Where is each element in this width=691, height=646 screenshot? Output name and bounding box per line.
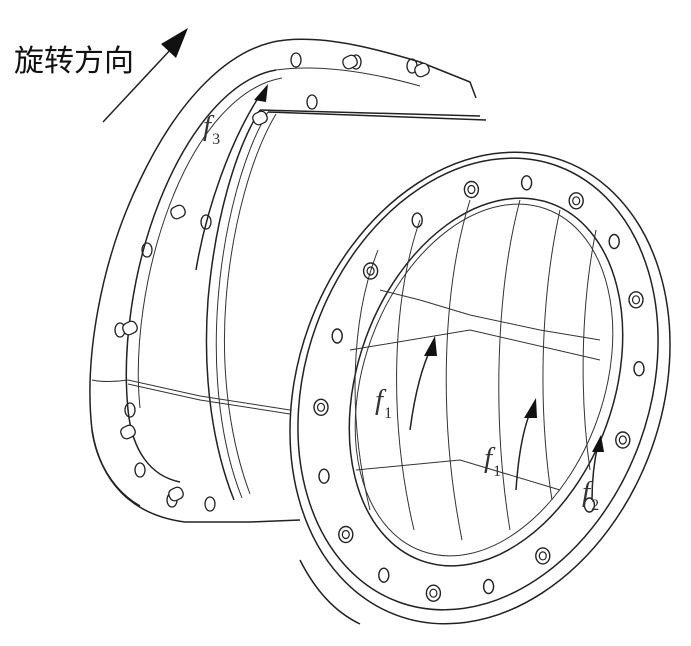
back-flange-hole xyxy=(204,496,216,512)
back-holes xyxy=(114,52,430,512)
front-flange xyxy=(289,151,671,625)
bolt-core xyxy=(316,402,326,412)
force-label-f1-left-sub: 1 xyxy=(384,405,393,422)
force-label-f2-symbol: f xyxy=(582,476,591,508)
back-flange-pin xyxy=(342,54,358,70)
bolt-hole xyxy=(378,567,390,583)
bolt-core xyxy=(538,551,547,561)
bolt-head xyxy=(338,525,354,544)
back-flange-hole xyxy=(134,462,146,478)
rotation-direction-label: 旋转方向 xyxy=(14,44,134,79)
force-label-f1-right: f1 xyxy=(484,442,501,480)
back-flange-hole xyxy=(290,52,302,68)
bolt-hole xyxy=(520,175,533,191)
bolt-head xyxy=(463,180,480,199)
bolt-head xyxy=(535,547,551,565)
force-label-f3-symbol: f xyxy=(203,110,212,142)
back-flange-pin xyxy=(170,204,186,220)
bolt-head xyxy=(628,291,644,309)
force-label-f2: f2 xyxy=(582,476,599,514)
force-label-f3: f3 xyxy=(203,110,220,148)
bolt-head xyxy=(313,398,329,416)
bolt-hole xyxy=(583,497,596,513)
bolt-head xyxy=(425,584,442,602)
bolt-core xyxy=(366,266,375,276)
bolt-core xyxy=(341,529,350,540)
bolt-core xyxy=(467,184,476,195)
force-label-f1-right-symbol: f xyxy=(484,442,493,474)
inner-ribs xyxy=(349,199,601,541)
force-label-f1-left-symbol: f xyxy=(375,384,384,416)
coupling-body xyxy=(127,109,487,523)
back-flange-pin xyxy=(414,62,430,78)
bolt-core xyxy=(429,588,438,598)
back-flange-hole xyxy=(200,214,212,230)
back-flange-pin xyxy=(120,424,136,440)
bolt-head xyxy=(615,431,631,449)
bolt-hole xyxy=(608,233,620,250)
back-flange-pin xyxy=(122,320,138,336)
force-label-f2-sub: 2 xyxy=(591,497,600,514)
rotation-arrow-icon xyxy=(102,28,188,123)
bolt-holes xyxy=(313,175,645,602)
force-label-f3-sub: 3 xyxy=(212,131,221,148)
back-flange-pin xyxy=(168,486,184,502)
bolt-hole xyxy=(482,578,495,595)
bolt-head xyxy=(362,262,379,280)
back-flange-hole xyxy=(306,94,318,110)
bolt-head xyxy=(568,192,584,210)
back-flange-pin xyxy=(252,110,268,126)
back-flange-hole xyxy=(141,242,153,258)
bolt-hole xyxy=(633,361,645,377)
bolt-hole xyxy=(318,468,330,484)
force-label-f1-right-sub: 1 xyxy=(493,463,502,480)
bolt-core xyxy=(572,196,581,206)
bolt-core xyxy=(618,435,627,445)
bolt-core xyxy=(631,295,641,305)
back-flange-hole xyxy=(124,402,136,418)
back-flange xyxy=(89,38,477,523)
bolt-hole xyxy=(411,212,423,228)
force-arrow-icon xyxy=(195,84,604,501)
bolt-hole xyxy=(331,328,343,344)
force-label-f1-left: f1 xyxy=(375,384,392,422)
